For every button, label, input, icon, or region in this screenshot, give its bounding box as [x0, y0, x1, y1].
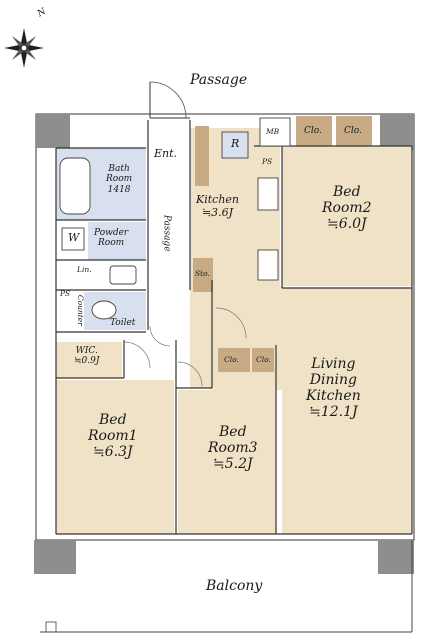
closet-3-1: [218, 348, 250, 372]
ldk-room: [282, 288, 412, 534]
bathtub: [59, 157, 91, 215]
column-bottom-right: [378, 540, 414, 574]
pipe-space-2-label: PS: [60, 289, 71, 298]
bedroom-3: [178, 390, 276, 534]
entrance-label: Ent.: [154, 147, 178, 160]
closet-3-2: [252, 348, 274, 372]
ldk-corridor: [210, 286, 284, 390]
meter-box-label: MB: [266, 127, 280, 136]
refrigerator-label: R: [231, 137, 240, 150]
toilet-fixture: [91, 300, 117, 320]
balcony-drain: [45, 621, 57, 633]
wic-label: WIC.≒0.9J: [74, 346, 100, 367]
bedroom-2: [282, 146, 412, 286]
powder-room: [88, 222, 146, 260]
column-top-right: [380, 114, 414, 150]
closet-2-1: [296, 116, 332, 146]
closet-label-3: Clo.: [224, 355, 239, 364]
compass-rose-icon: [4, 28, 44, 68]
balcony-label: Balcony: [206, 578, 263, 594]
meter-box: [259, 117, 291, 147]
kitchen-sink: [257, 249, 279, 281]
passage-top-label: Passage: [190, 72, 248, 88]
washbasin: [109, 265, 137, 285]
closet-2-2: [336, 116, 372, 146]
refrigerator: [221, 131, 249, 159]
closet-label-4: Clo.: [256, 355, 271, 364]
column-bottom-left: [34, 540, 76, 574]
storage-label: Sto.: [195, 269, 210, 278]
kitchen-label: Kitchen≒3.6J: [196, 193, 239, 219]
passage-inner-label: Passage: [161, 214, 172, 252]
storage-box: [193, 258, 213, 292]
linen-label: Lin.: [77, 265, 92, 274]
toilet-label: Toilet: [110, 318, 136, 328]
counter-label: Counter: [75, 294, 85, 326]
washer-label: W: [68, 231, 80, 244]
closet-label-2: Clo.: [344, 126, 362, 136]
wic-room: [56, 342, 122, 378]
stove: [257, 177, 279, 211]
closet-label-1: Clo.: [304, 126, 322, 136]
pipe-space-1-label: PS: [262, 157, 273, 166]
column-top-left: [36, 114, 70, 148]
bedroom-1: [56, 380, 174, 534]
shoe-cabinet: [195, 126, 209, 186]
washing-machine: [61, 227, 85, 251]
